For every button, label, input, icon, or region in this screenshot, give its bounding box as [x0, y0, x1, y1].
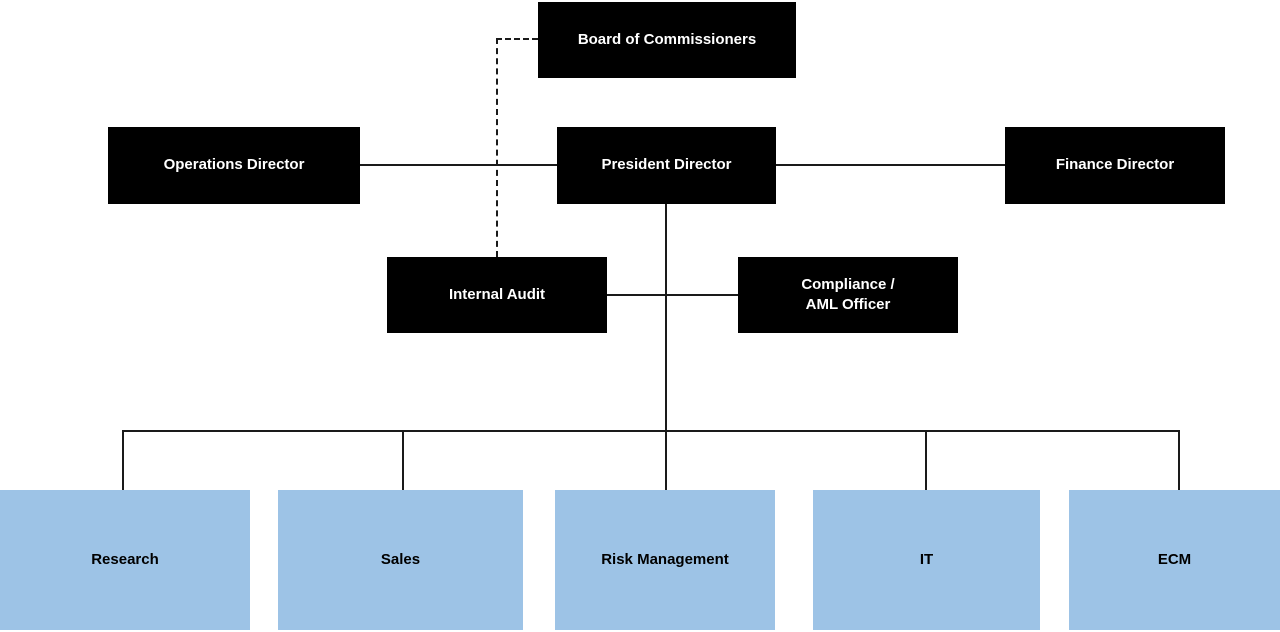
node-compliance-label: Compliance / AML Officer: [801, 275, 894, 316]
node-ecm-label: ECM: [1157, 550, 1192, 568]
node-operations-director: Operations Director: [108, 127, 360, 204]
connector-operations-president: [360, 164, 557, 166]
connector-drop-it: [925, 430, 927, 490]
node-research: Research: [0, 490, 250, 630]
node-risk-label: Risk Management: [601, 550, 729, 568]
connector-drop-sales: [402, 430, 404, 490]
node-internal-audit-label: Internal Audit: [448, 285, 546, 303]
node-internal-audit: Internal Audit: [387, 257, 607, 333]
connector-audit-compliance: [607, 294, 738, 296]
node-sales-label: Sales: [380, 550, 421, 568]
node-compliance-label-line1: Compliance /: [801, 275, 895, 293]
node-risk-management: Risk Management: [555, 490, 775, 630]
node-president-label: President Director: [601, 156, 732, 174]
connector-drop-research: [122, 430, 124, 490]
node-board-label: Board of Commissioners: [577, 30, 757, 48]
node-ecm: ECM: [1069, 490, 1280, 630]
node-operations-label: Operations Director: [163, 156, 305, 174]
node-compliance-label-line2: AML Officer: [805, 296, 891, 313]
node-compliance-aml-officer: Compliance / AML Officer: [738, 257, 958, 333]
node-finance-label: Finance Director: [1055, 156, 1175, 174]
node-finance-director: Finance Director: [1005, 127, 1225, 204]
node-it: IT: [813, 490, 1040, 630]
node-research-label: Research: [91, 550, 159, 568]
node-it-label: IT: [919, 550, 934, 568]
connector-drop-ecm: [1178, 430, 1180, 490]
connector-board-to-audit-vertical: [496, 38, 498, 257]
connector-departments-bar: [122, 430, 1180, 432]
connector-board-to-audit-horizontal: [496, 38, 538, 40]
node-president-director: President Director: [557, 127, 776, 204]
connector-president-vertical: [665, 204, 667, 490]
connector-president-finance: [776, 164, 1005, 166]
node-board-of-commissioners: Board of Commissioners: [538, 2, 796, 78]
node-sales: Sales: [278, 490, 523, 630]
